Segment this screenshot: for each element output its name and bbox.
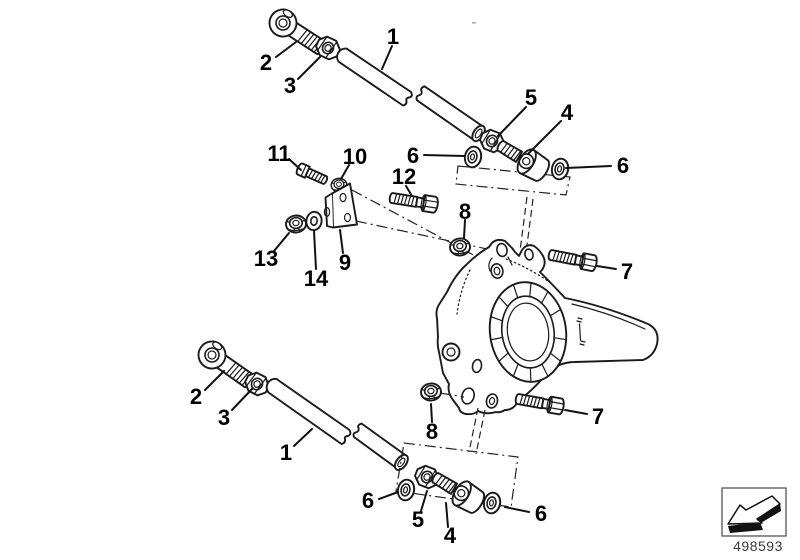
washer-lower-left [395,477,418,503]
callout-14: 14 [304,266,329,291]
callout-3-upper: 3 [284,73,296,98]
callout-4-upper: 4 [561,100,574,125]
leader-lines [204,41,617,528]
small-bolt-11 [294,161,330,188]
callout-1-lower: 1 [280,440,292,465]
callout-6-upper-left: 6 [407,143,419,168]
callout-6-upper-right: 6 [617,153,629,178]
diagram-part-number: 498593 [733,538,783,554]
callout-9: 9 [339,250,351,275]
callout-2-lower: 2 [190,384,202,409]
bracket-group [284,161,507,268]
print-speck [472,22,476,24]
callout-13: 13 [254,246,278,271]
callout-4-lower: 4 [444,523,457,548]
bolt-7-upper [546,245,599,273]
carrier-fasteners [419,236,599,416]
callout-3-lower: 3 [218,405,230,430]
callout-5-lower: 5 [412,507,424,532]
rod-tube-lower-segment2 [352,422,407,470]
callout-2-upper: 2 [260,50,272,75]
callout-8-lower: 8 [426,419,438,444]
bracket-plate-9 [323,182,358,229]
washer-upper-left [462,144,485,170]
washer-upper-right [549,156,572,182]
diagram-stamp: 498593 [721,487,787,554]
callout-12: 12 [392,164,416,189]
tie-rod-upper [263,3,486,143]
callout-8-upper: 8 [459,199,471,224]
callout-5-upper: 5 [525,85,537,110]
callout-6-lower-right: 6 [535,501,547,526]
flange-nut-13 [284,213,308,235]
rod-tube-lower-segment1 [265,377,352,445]
ball-joint-assembly-lower [395,407,519,518]
callout-11: 11 [267,141,290,166]
callout-10: 10 [343,144,367,169]
tie-rod-lower [192,335,409,471]
rod-tube-upper-segment2 [415,85,484,142]
ball-joint-assembly-upper [455,124,572,254]
direction-arrow-icon [727,495,781,533]
ball-joint-lower [425,464,489,518]
ball-joint-upper [490,132,554,186]
assembly-box-lower [395,442,519,508]
lock-nut-8-lower [419,381,443,403]
washer-14 [304,209,324,233]
bearing-ring [488,281,568,383]
wheel-carrier [435,238,659,416]
callout-1-upper: 1 [387,24,399,49]
callout-7-upper: 7 [621,259,633,284]
callout-labels: 2 3 1 5 4 6 6 11 10 12 8 7 13 14 9 2 3 1… [190,24,633,548]
washer-lower-right [481,490,504,516]
callout-6-lower-left: 6 [362,488,374,513]
lock-nut-8-upper [448,236,472,258]
rod-tube-upper-segment1 [336,47,413,107]
callout-7-lower: 7 [592,404,604,429]
bolt-7-lower [513,389,566,416]
assembly-box-upper [455,165,571,196]
bolt-12 [387,188,440,215]
